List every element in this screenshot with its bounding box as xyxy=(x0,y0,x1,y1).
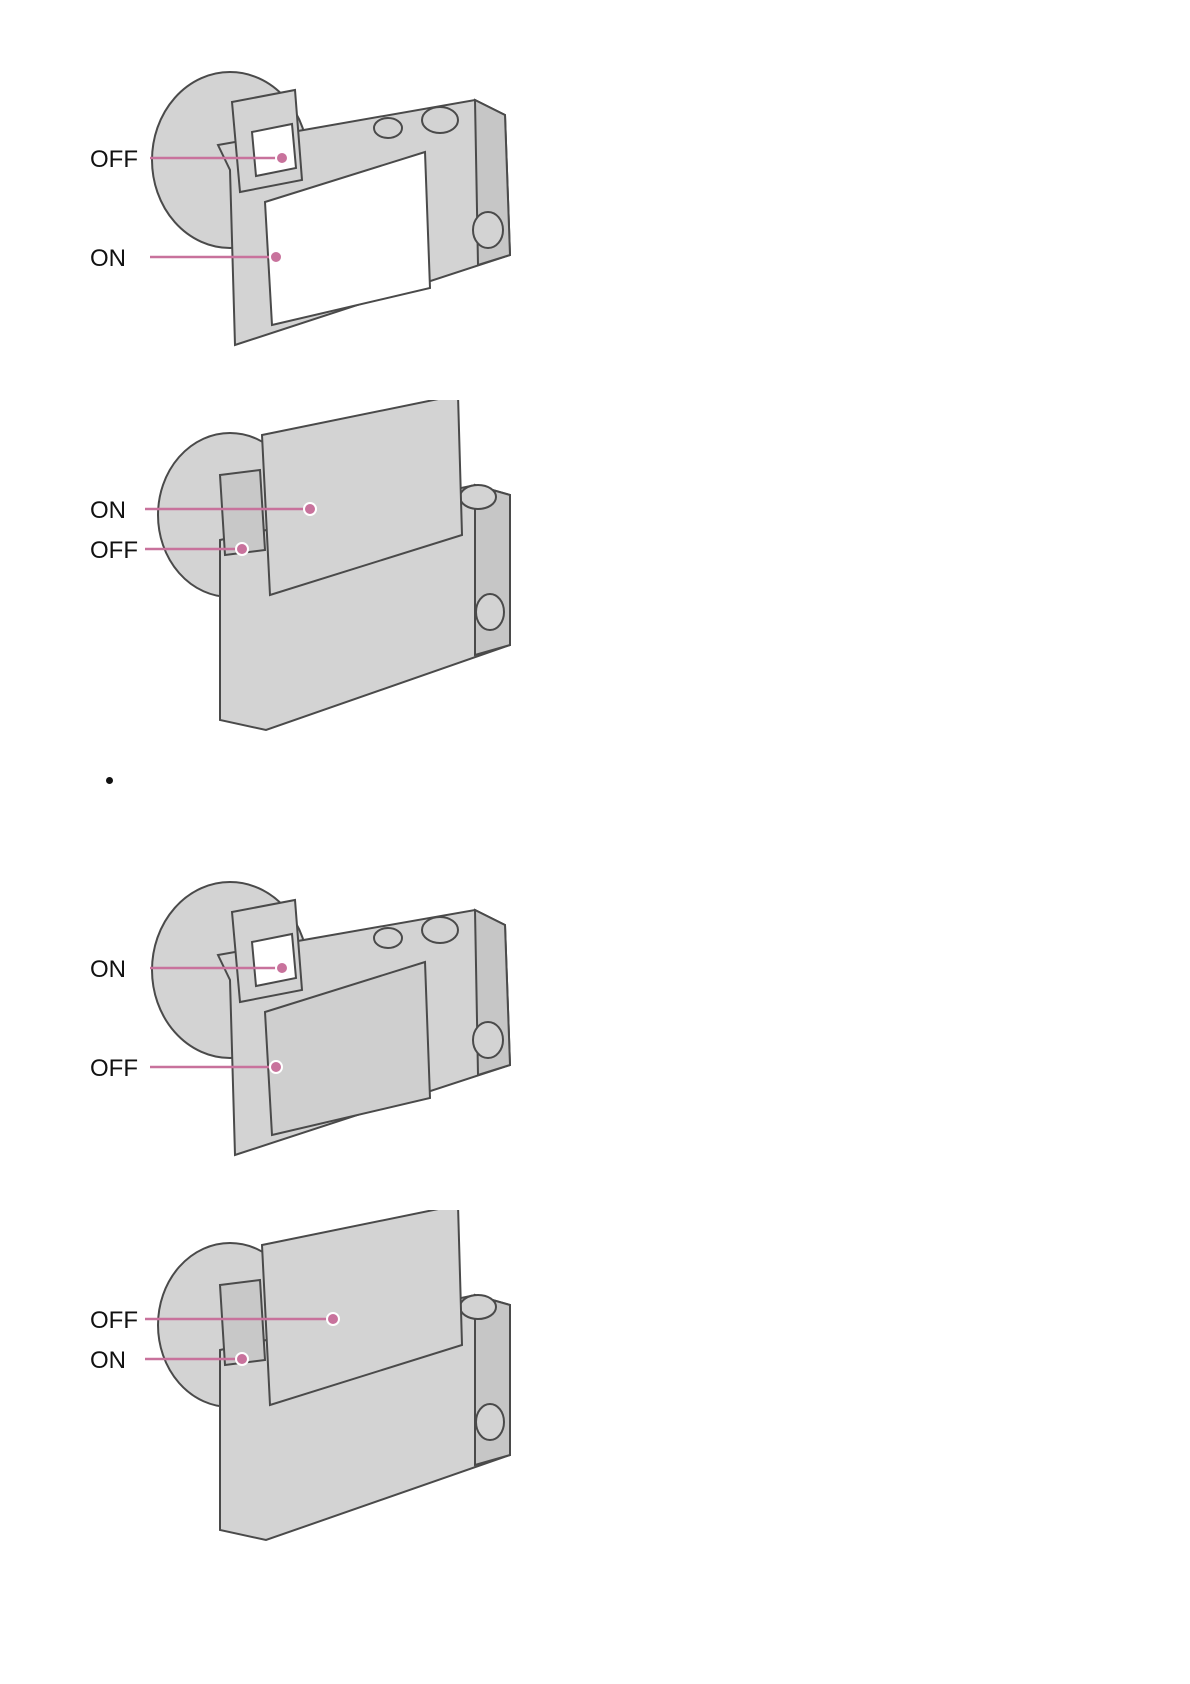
label-bottom: ON xyxy=(90,1347,126,1374)
figure-1-viewfinder-off-monitor-on: OFF ON xyxy=(90,60,520,360)
label-top: OFF xyxy=(90,146,138,173)
figure-4-tilted-monitor-off: OFF ON xyxy=(90,1210,520,1550)
list-bullet xyxy=(106,777,113,784)
figure-2-tilted-monitor-on: ON OFF xyxy=(90,400,520,740)
label-bottom: OFF xyxy=(90,1055,138,1082)
camera-back-illustration: OFF ON xyxy=(90,60,520,360)
figure-3-viewfinder-on-monitor-off: ON OFF xyxy=(90,870,520,1170)
camera-back-illustration: ON OFF xyxy=(90,870,520,1170)
camera-tilted-illustration: ON OFF xyxy=(90,400,520,740)
label-bottom: OFF xyxy=(90,537,138,564)
label-bottom: ON xyxy=(90,245,126,272)
camera-tilted-illustration: OFF ON xyxy=(90,1210,520,1550)
label-top: ON xyxy=(90,956,126,983)
label-top: ON xyxy=(90,497,126,524)
label-top: OFF xyxy=(90,1307,138,1334)
